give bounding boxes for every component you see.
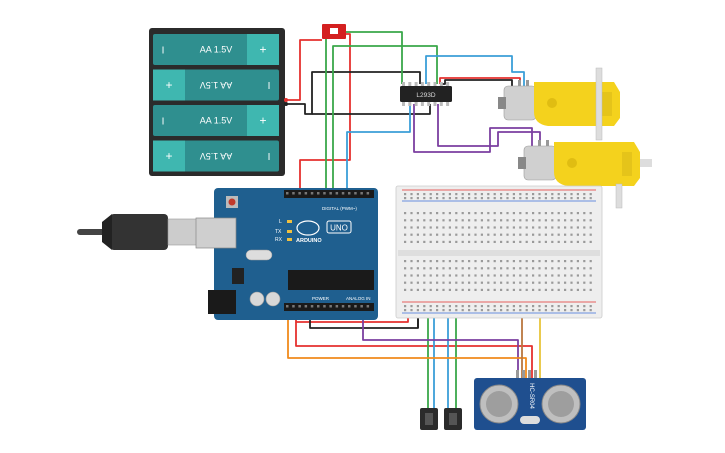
battery-plus-icon: + [165,149,172,163]
wire-blue-1 [346,104,411,196]
wire-red-switch [285,39,322,101]
chip-body [400,86,452,102]
label-tx: TX [275,229,282,235]
power-switch[interactable] [322,24,346,39]
motor-driver-chip[interactable]: L293D [400,82,452,106]
digital-header [284,190,374,198]
battery-minus-icon: I [268,81,271,92]
capacitor-1 [249,291,265,307]
chip-label: L293D [416,92,435,99]
arduino-usb-jack [195,217,237,249]
analog-label: ANALOG IN [346,296,371,301]
battery-lead-red [284,98,288,102]
arduino-brand: ARDUINO [296,238,322,244]
wire-green-1 [325,31,403,196]
reset-button-cap[interactable] [228,198,236,206]
push-button-right[interactable] [444,408,462,430]
voltage-regulator [232,268,244,284]
dc-motor-b[interactable] [518,140,652,209]
atmega-chip [288,270,374,290]
breadboard-holes [404,193,592,312]
battery-plus-icon: + [259,114,266,128]
battery-cell: AA 1.5V + I [153,34,279,65]
power-header [284,303,374,311]
uno-badge [326,220,352,234]
battery-cell-label: AA 1.5V [200,45,233,55]
battery-minus-icon: I [162,46,165,57]
wire-red-sensor [295,322,533,378]
push-button-left[interactable] [420,408,438,430]
switch-knob[interactable] [330,28,338,34]
sensor-transducer-left-mesh [486,391,512,417]
chip-pins-bottom [402,101,450,106]
digital-label: DIGITAL (PWM~) [322,206,357,211]
power-pins [286,305,370,308]
power-label: POWER [312,296,330,301]
wire-black-motor [440,79,513,88]
battery-cell-label: AA 1.5V [200,80,233,90]
breadboard[interactable] [395,185,603,319]
wire-blue-2 [425,55,525,88]
wire-green-2 [332,45,438,196]
arduino-uno-board[interactable]: L TX RX ARDUINO UNO DIGITAL (PWM~) POWER… [195,188,378,320]
battery-cell-label: AA 1.5V [200,151,233,161]
wire-red-switch-right [299,33,351,196]
wire-purple-2 [437,104,541,150]
arduino-logo-icon [296,220,320,236]
battery-plus-icon: + [165,78,172,92]
digital-pins [286,192,370,195]
chip-pins-top [402,82,450,87]
capacitor-2 [265,291,281,307]
wire-black-loop2 [312,104,431,115]
dc-motor-a[interactable] [498,67,620,141]
ultrasonic-sensor[interactable]: HC-SR04 [474,370,586,430]
sensor-pins [516,370,537,380]
battery-plus-icon: + [259,43,266,57]
label-rx: RX [275,237,283,243]
led-l [287,220,292,223]
label-l: L [279,219,282,225]
sensor-crystal [520,416,540,424]
crystal [245,249,273,261]
battery-minus-icon: I [268,152,271,163]
usb-plug-body [110,214,168,250]
usb-cable[interactable] [77,214,209,250]
sensor-label: HC-SR04 [528,383,534,409]
led-rx [287,238,292,241]
battery-lead-black [284,102,288,106]
wires [285,31,541,408]
battery-pack[interactable]: AA 1.5V + I AA 1.5V + I AA 1.5V + I AA 1.5V + I [149,28,288,176]
usb-plug-taper [102,214,112,250]
battery-minus-icon: I [162,117,165,128]
wire-black-loop [285,71,421,115]
sensor-transducer-right-mesh [548,391,574,417]
battery-cell: AA 1.5V + I [153,69,279,101]
arduino-dc-jack [208,290,236,314]
battery-cell: AA 1.5V + I [153,105,279,136]
battery-cell: AA 1.5V + I [153,140,279,172]
battery-cell-label: AA 1.5V [200,116,233,126]
arduino-model: UNO [330,224,348,233]
led-tx [287,230,292,233]
